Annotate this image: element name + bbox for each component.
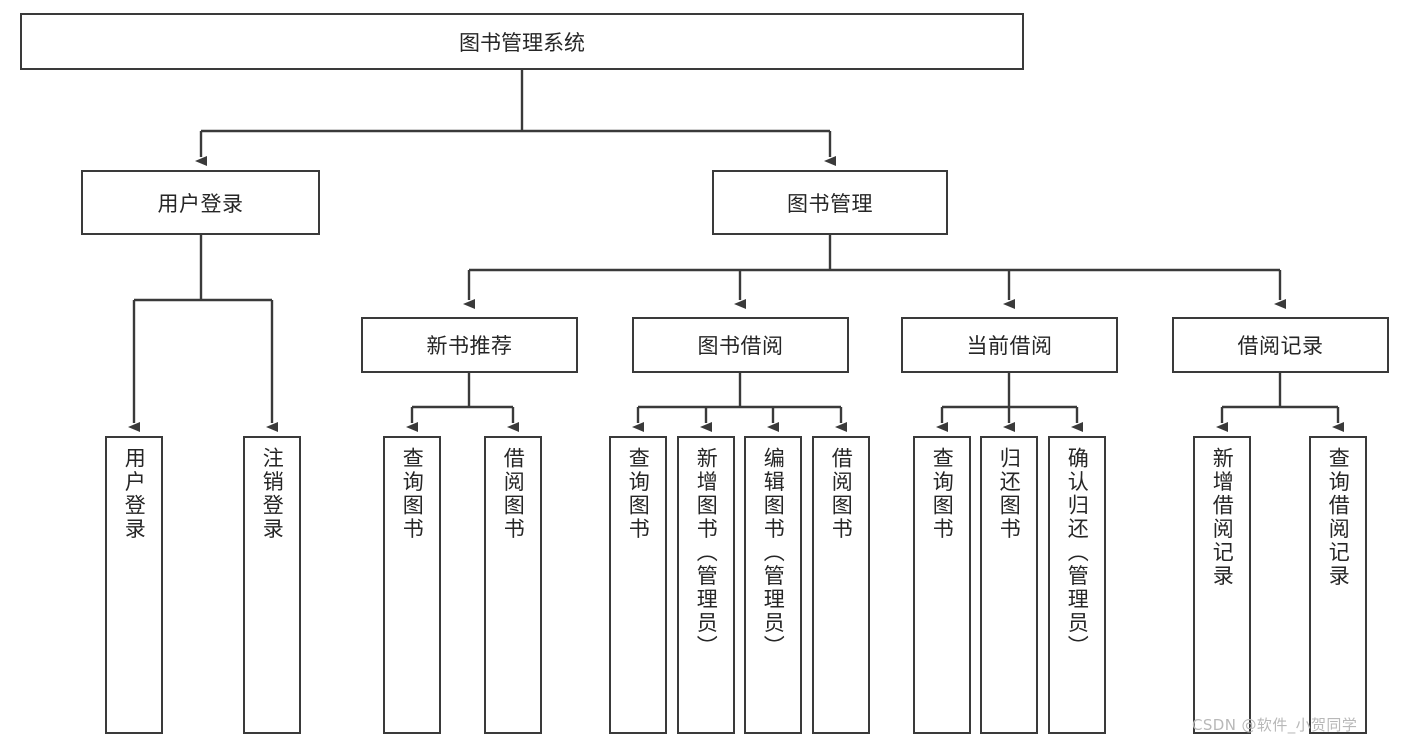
node-leaf-query-book-3-label: 查询图书 <box>930 447 955 541</box>
node-leaf-add-book-label: 新增图书（管理员） <box>694 447 719 659</box>
node-leaf-user-login[interactable]: 用户登录 <box>105 436 163 734</box>
node-leaf-borrow-book-1[interactable]: 借阅图书 <box>484 436 542 734</box>
node-new-book-recommend-label: 新书推荐 <box>426 334 513 358</box>
node-leaf-confirm-return-label: 确认归还（管理员） <box>1065 447 1090 659</box>
node-leaf-query-book-1-label: 查询图书 <box>400 447 425 541</box>
node-leaf-query-book-1[interactable]: 查询图书 <box>383 436 441 734</box>
node-user-login-label: 用户登录 <box>157 191 244 216</box>
node-leaf-add-record[interactable]: 新增借阅记录 <box>1193 436 1251 734</box>
node-leaf-return-book[interactable]: 归还图书 <box>980 436 1038 734</box>
node-leaf-borrow-book-2-label: 借阅图书 <box>829 447 854 541</box>
node-leaf-edit-book[interactable]: 编辑图书（管理员） <box>744 436 802 734</box>
node-leaf-confirm-return[interactable]: 确认归还（管理员） <box>1048 436 1106 734</box>
node-leaf-logout-label: 注销登录 <box>260 447 285 541</box>
node-leaf-add-record-label: 新增借阅记录 <box>1210 447 1235 588</box>
node-leaf-query-record[interactable]: 查询借阅记录 <box>1309 436 1367 734</box>
node-root-label: 图书管理系统 <box>459 30 585 55</box>
node-leaf-edit-book-label: 编辑图书（管理员） <box>761 447 786 659</box>
node-leaf-query-book-2[interactable]: 查询图书 <box>609 436 667 734</box>
node-current-borrow-label: 当前借阅 <box>966 334 1053 358</box>
node-borrow-record-label: 借阅记录 <box>1237 334 1324 358</box>
node-leaf-borrow-book-2[interactable]: 借阅图书 <box>812 436 870 734</box>
node-leaf-user-login-label: 用户登录 <box>122 447 147 541</box>
node-book-management-label: 图书管理 <box>787 191 873 216</box>
node-leaf-logout[interactable]: 注销登录 <box>243 436 301 734</box>
node-leaf-query-book-2-label: 查询图书 <box>626 447 651 541</box>
node-user-login[interactable]: 用户登录 <box>81 170 320 235</box>
node-new-book-recommend[interactable]: 新书推荐 <box>361 317 578 373</box>
node-book-borrow-label: 图书借阅 <box>697 334 784 358</box>
node-borrow-record[interactable]: 借阅记录 <box>1172 317 1389 373</box>
node-leaf-add-book[interactable]: 新增图书（管理员） <box>677 436 735 734</box>
node-leaf-return-book-label: 归还图书 <box>997 447 1022 541</box>
node-leaf-borrow-book-1-label: 借阅图书 <box>501 447 526 541</box>
node-book-management[interactable]: 图书管理 <box>712 170 948 235</box>
node-leaf-query-book-3[interactable]: 查询图书 <box>913 436 971 734</box>
node-current-borrow[interactable]: 当前借阅 <box>901 317 1118 373</box>
node-leaf-query-record-label: 查询借阅记录 <box>1326 447 1351 588</box>
node-root[interactable]: 图书管理系统 <box>20 13 1024 70</box>
node-book-borrow[interactable]: 图书借阅 <box>632 317 849 373</box>
